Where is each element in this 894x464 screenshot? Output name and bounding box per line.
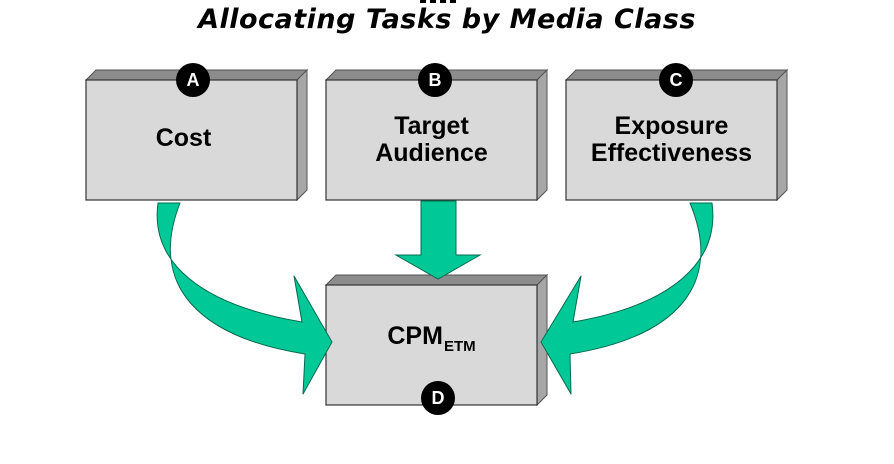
arrow-c-to-d xyxy=(540,202,714,395)
box-d xyxy=(324,273,549,407)
box-d-main: CPM xyxy=(387,322,443,350)
badge-a: A xyxy=(176,63,210,97)
box-a-label: Cost xyxy=(86,125,281,152)
arrow-a-to-d xyxy=(156,202,333,395)
box-b-label: Target Audience xyxy=(326,113,537,167)
title-top-fragment xyxy=(418,0,458,4)
arrow-b-to-d xyxy=(394,200,482,280)
box-b-line1: Target xyxy=(394,112,469,140)
badge-d: D xyxy=(421,381,455,415)
box-c-line1: Exposure xyxy=(614,112,729,140)
box-d-subscript: ETM xyxy=(443,338,476,355)
box-c xyxy=(564,68,789,202)
box-c-label: Exposure Effectiveness xyxy=(566,113,777,167)
box-a-line1: Cost xyxy=(155,124,212,152)
box-a xyxy=(84,68,309,202)
box-c-line2: Effectiveness xyxy=(590,139,753,167)
badge-c: C xyxy=(659,63,693,97)
badge-b: B xyxy=(418,63,452,97)
box-d-label: CPMETM xyxy=(326,323,537,360)
page-title: Allocating Tasks by Media Class xyxy=(198,4,696,35)
box-b-line2: Audience xyxy=(375,139,488,167)
box-b xyxy=(324,68,549,202)
